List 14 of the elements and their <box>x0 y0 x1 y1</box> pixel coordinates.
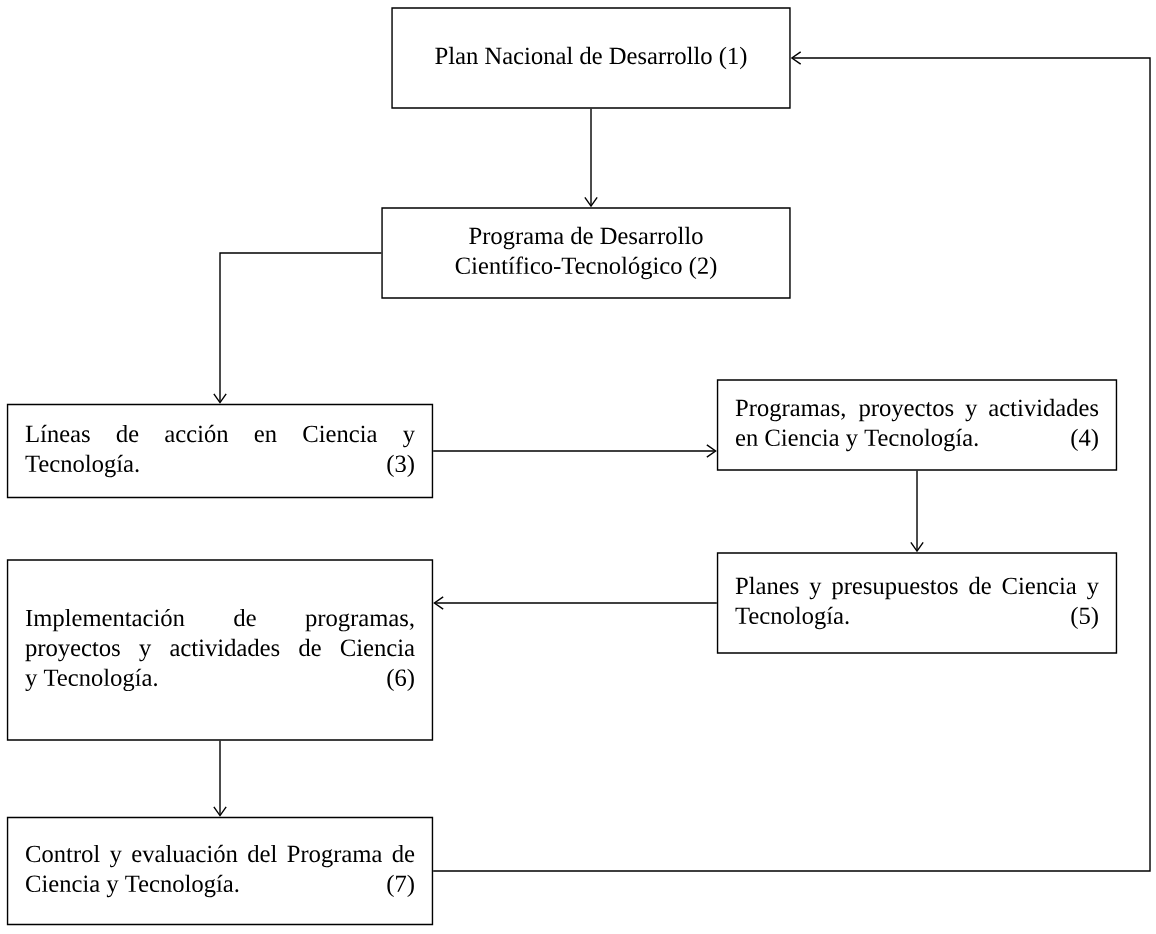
process-box: Líneas de acción en Ciencia y Tecnología. (3) <box>6 403 434 499</box>
arrow <box>213 740 227 817</box>
arrow <box>432 444 717 458</box>
process-box: Control y evaluación del Programa de Ciencia y Tecnología. (7) <box>6 816 434 926</box>
arrow <box>584 108 598 208</box>
arrow <box>213 252 383 404</box>
process-box: Implementación de programas, proyectos y actividades de Ciencia y Tecnología. (6) <box>6 559 434 741</box>
arrow <box>432 51 1151 872</box>
process-box: Planes y presupuestos de Ciencia y Tecnología. (5) <box>716 552 1118 654</box>
process-box: Programas, proyectos y actividades en Ciencia y Tecnología. (4) <box>716 379 1118 471</box>
arrow <box>910 470 924 553</box>
process-box: Programa de Desarrollo Científico-Tecnológico (2) <box>381 207 791 299</box>
arrow <box>433 596 718 610</box>
process-box: Plan Nacional de Desarrollo (1) <box>391 7 791 109</box>
